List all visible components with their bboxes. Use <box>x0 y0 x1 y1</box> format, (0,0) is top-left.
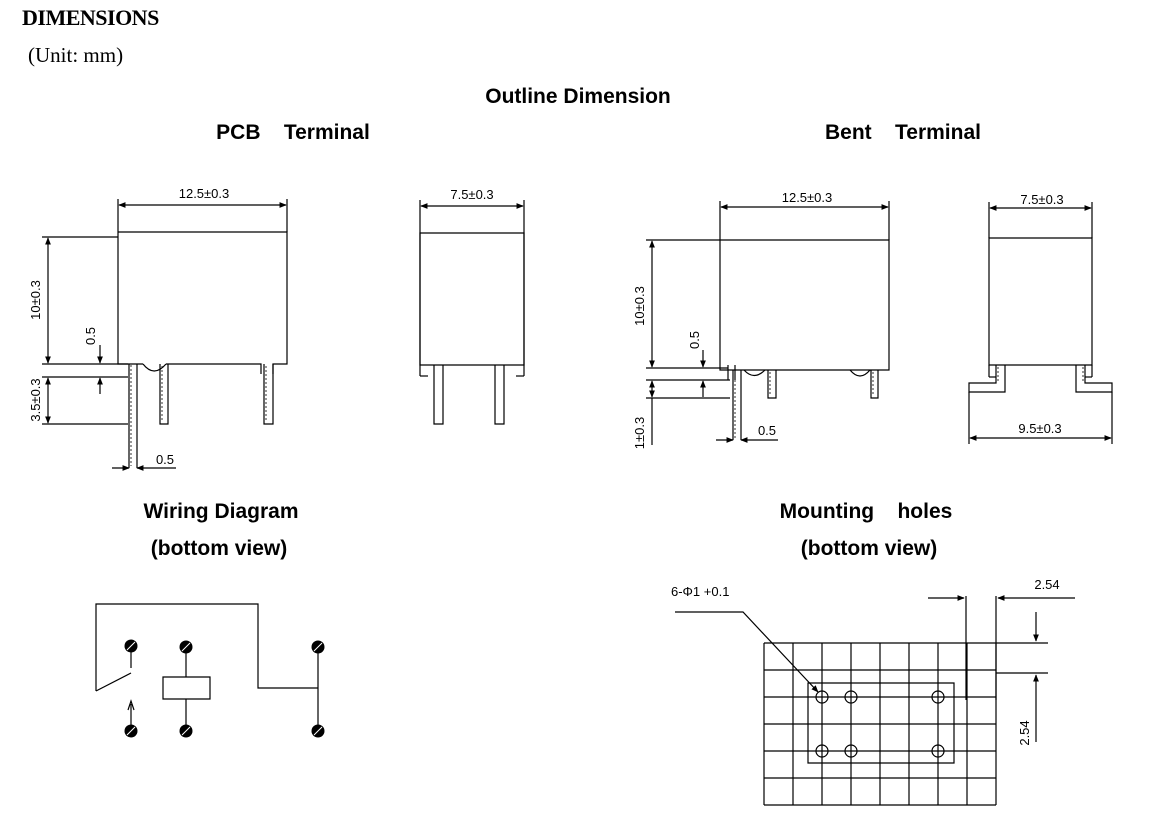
bent-side-view <box>969 202 1112 444</box>
wiring-subtitle: (bottom view) <box>151 537 288 560</box>
pcb-offset-label: 0.5 <box>83 327 98 345</box>
pitch-x-label: 2.54 <box>1034 577 1059 592</box>
mounting-title: Mounting holes <box>780 500 953 523</box>
wiring-diagram <box>96 604 325 738</box>
pcb-pin-width-label: 0.5 <box>156 452 174 467</box>
mounting-grid <box>764 643 996 805</box>
bent-terminal-title: Bent Terminal <box>825 121 981 144</box>
hole-spec-label: 6-Φ1 +0.1 <box>671 584 729 599</box>
pcb-pin-length-label: 3.5±0.3 <box>28 378 43 421</box>
pcb-terminal-title: PCB Terminal <box>216 121 370 144</box>
bent-front-view <box>646 201 889 445</box>
bent-height-label: 10±0.3 <box>632 286 647 326</box>
pitch-y-label: 2.54 <box>1017 720 1032 745</box>
bent-pin-width-label: 0.5 <box>758 423 776 438</box>
unit-note: (Unit: mm) <box>28 43 124 67</box>
bent-foot-span-label: 9.5±0.3 <box>1018 421 1061 436</box>
mounting-subtitle: (bottom view) <box>801 537 938 560</box>
bent-width-label: 12.5±0.3 <box>782 190 833 205</box>
mounting-holes <box>675 595 1075 763</box>
pcb-side-view <box>420 200 524 424</box>
pcb-front-view <box>42 199 287 471</box>
pcb-height-label: 10±0.3 <box>28 280 43 320</box>
bent-depth-label: 7.5±0.3 <box>1020 192 1063 207</box>
pcb-depth-label: 7.5±0.3 <box>450 187 493 202</box>
wiring-title: Wiring Diagram <box>144 500 299 523</box>
pcb-width-label: 12.5±0.3 <box>179 186 230 201</box>
outline-title: Outline Dimension <box>485 85 671 108</box>
bent-offset-label: 0.5 <box>687 331 702 349</box>
bent-pin-length-label: 1±0.3 <box>632 417 647 449</box>
page-title: DIMENSIONS <box>22 5 159 30</box>
